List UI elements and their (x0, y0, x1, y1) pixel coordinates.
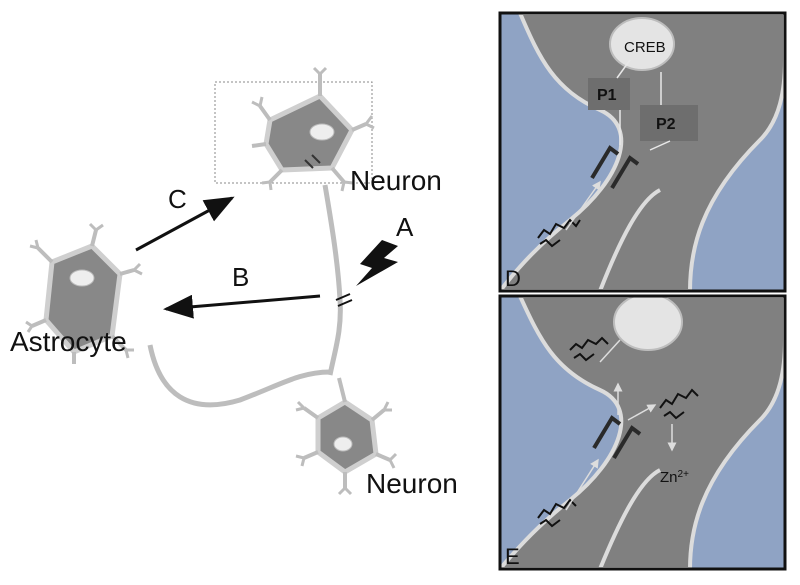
panel-d-nucleus (609, 17, 675, 71)
arrow-b-label: B (232, 262, 249, 292)
neuron-bottom-label: Neuron (366, 468, 458, 499)
neuron-top-cell (251, 66, 375, 192)
zinc-charge: 2+ (678, 469, 690, 480)
panel-d-border (498, 11, 787, 293)
p2-box (640, 105, 698, 141)
astrocyte-process (147, 344, 331, 408)
panel-e-ligand-inside-2 (659, 388, 699, 420)
lightning-bolt-icon (356, 240, 398, 286)
zoom-box (214, 81, 373, 184)
panel-d: CREB P1 P2 D (498, 11, 787, 293)
schematic-left: Neuron Neuron Astrocyte A B C (10, 66, 458, 499)
panel-d-letter: D (505, 266, 521, 291)
arrow-a-label: A (396, 212, 414, 242)
axon (322, 184, 343, 376)
panel-e-ligand-outside (537, 498, 577, 528)
p1-box (588, 78, 630, 110)
panel-d-receptor (590, 145, 640, 190)
astrocyte-label: Astrocyte (10, 326, 127, 357)
astrocyte-cell (25, 222, 143, 364)
arrow-b (163, 294, 321, 319)
neuron-bottom-cell (295, 377, 398, 496)
creb-label: CREB (624, 39, 666, 56)
panel-e-letter: E (505, 544, 520, 569)
p1-label: P1 (597, 87, 617, 104)
arrow-c-label: C (168, 184, 187, 214)
p2-label: P2 (656, 116, 676, 133)
zinc-ion-label: Zn2+ (660, 469, 689, 487)
arrow-c (135, 196, 235, 252)
zinc-symbol: Zn (660, 469, 678, 486)
panel-e-receptor (592, 415, 642, 460)
panel-e-nucleus (613, 296, 683, 351)
synapse-mark (335, 293, 353, 307)
neuron-top-label: Neuron (350, 165, 442, 196)
panel-e-border (498, 294, 787, 571)
panel-d-ligand (537, 218, 581, 248)
panel-e-ligand-inside-1 (569, 336, 609, 362)
panel-e: Zn2+ E (498, 294, 787, 571)
